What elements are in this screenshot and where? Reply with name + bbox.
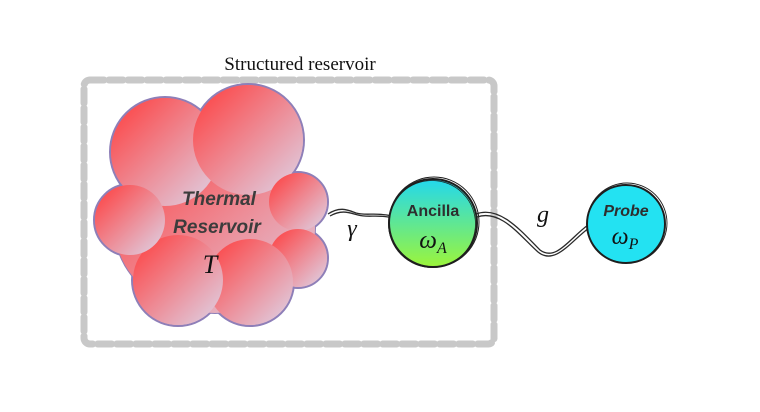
probe-frequency-subscript: P bbox=[628, 236, 639, 253]
gamma-coupling-symbol: γ bbox=[347, 216, 357, 242]
probe-frequency-symbol: ω bbox=[612, 224, 629, 250]
ancilla-frequency: ωA bbox=[419, 227, 447, 257]
structured-reservoir-title: Structured reservoir bbox=[224, 54, 376, 75]
thermal-reservoir-label-line2: Reservoir bbox=[173, 217, 262, 238]
ancilla-node bbox=[388, 176, 480, 268]
temperature-symbol: T bbox=[203, 250, 219, 279]
structured-reservoir-box bbox=[80, 76, 498, 348]
probe-frequency: ωP bbox=[612, 224, 639, 253]
g-coupling-wire bbox=[475, 211, 590, 257]
probe-node bbox=[586, 182, 668, 264]
g-coupling-symbol: g bbox=[537, 202, 549, 228]
probe-label: Probe bbox=[603, 203, 648, 220]
thermal-reservoir-cloud bbox=[93, 83, 329, 327]
ancilla-frequency-subscript: A bbox=[436, 240, 447, 257]
ancilla-label: Ancilla bbox=[407, 203, 460, 220]
ancilla-frequency-symbol: ω bbox=[419, 227, 437, 254]
gamma-coupling-wire bbox=[327, 208, 394, 219]
thermal-reservoir-label-line1: Thermal bbox=[182, 189, 257, 210]
